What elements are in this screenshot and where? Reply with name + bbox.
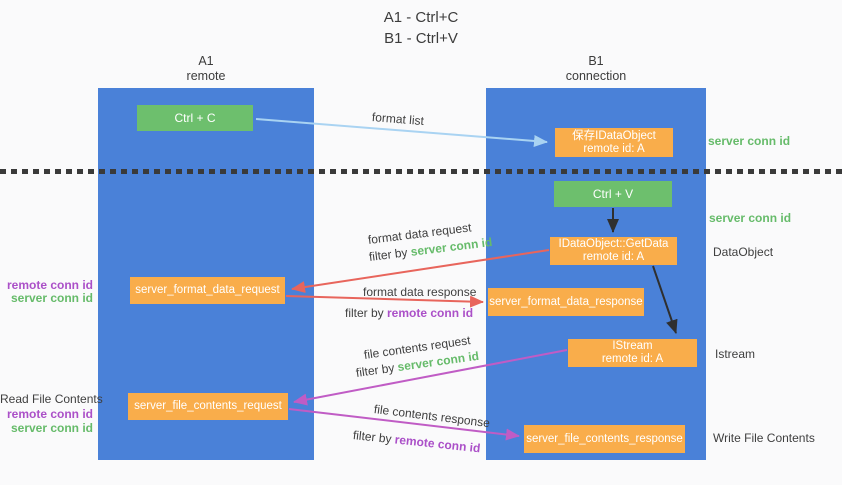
annotation-server-conn-id-mid: server conn id bbox=[709, 211, 792, 225]
save-idataobject-line1: 保存IDataObject bbox=[572, 129, 656, 142]
annotation-dataobject: DataObject bbox=[713, 245, 774, 259]
istream-line2: remote id: A bbox=[601, 353, 664, 365]
label-format-data-response: format data response bbox=[363, 285, 477, 299]
format-response-box: server_format_data_response bbox=[488, 288, 644, 316]
label-filter-format-response: filter by remote conn id bbox=[345, 306, 473, 320]
annotation-server-conn-id-1: server conn id bbox=[10, 291, 93, 305]
filter-key-remote-conn-id: remote conn id bbox=[387, 306, 474, 320]
file-response-box: server_file_contents_response bbox=[524, 425, 685, 453]
label-file-contents-response: file contents response bbox=[373, 402, 491, 431]
label-filter-file-response: filter by remote conn id bbox=[352, 428, 481, 455]
lane-header-a1: A1 remote bbox=[98, 54, 314, 84]
annotation-read-file-contents: Read File Contents bbox=[0, 392, 103, 406]
file-response-label: server_file_contents_response bbox=[526, 432, 683, 445]
filter-key-remote-conn-id: remote conn id bbox=[394, 432, 482, 456]
getdata-line2: remote id: A bbox=[582, 251, 645, 263]
filter-prefix: filter by bbox=[368, 244, 412, 264]
title-line-2: B1 - Ctrl+V bbox=[384, 30, 458, 47]
lane-b1-name: B1 bbox=[588, 54, 604, 68]
file-request-box: server_file_contents_request bbox=[128, 393, 288, 420]
ctrl-c-box: Ctrl + C bbox=[137, 105, 253, 131]
format-request-label: server_format_data_request bbox=[135, 284, 280, 296]
lane-b1-role: connection bbox=[565, 69, 627, 83]
ctrl-v-box: Ctrl + V bbox=[554, 181, 672, 207]
filter-prefix: filter by bbox=[352, 428, 396, 447]
istream-box: IStream remote id: A bbox=[568, 339, 697, 367]
ctrl-v-label: Ctrl + V bbox=[592, 187, 634, 201]
dotted-separator bbox=[0, 169, 842, 174]
filter-prefix: filter by bbox=[355, 360, 399, 380]
lane-a1-name: A1 bbox=[198, 54, 214, 68]
diagram-title: A1 - Ctrl+C B1 - Ctrl+V bbox=[0, 7, 842, 49]
file-request-label: server_file_contents_request bbox=[134, 400, 282, 412]
annotation-remote-conn-id-1: remote conn id bbox=[6, 278, 93, 292]
istream-line1: IStream bbox=[612, 340, 653, 352]
annotation-server-conn-id-top: server conn id bbox=[708, 134, 791, 148]
annotation-remote-conn-id-2: remote conn id bbox=[6, 407, 93, 421]
title-line-1: A1 - Ctrl+C bbox=[383, 9, 459, 26]
format-request-box: server_format_data_request bbox=[130, 277, 285, 304]
annotation-write-file-contents: Write File Contents bbox=[713, 431, 815, 445]
label-format-list: format list bbox=[371, 110, 425, 129]
annotation-istream: Istream bbox=[715, 347, 756, 361]
filter-prefix: filter by bbox=[345, 306, 388, 320]
getdata-box: IDataObject::GetData remote id: A bbox=[550, 237, 677, 265]
lane-a1-role: remote bbox=[186, 69, 226, 83]
annotation-server-conn-id-2: server conn id bbox=[10, 421, 93, 435]
ctrl-c-label: Ctrl + C bbox=[174, 111, 216, 125]
format-response-label: server_format_data_response bbox=[489, 295, 643, 308]
lane-header-b1: B1 connection bbox=[486, 54, 706, 84]
save-idataobject-box: 保存IDataObject remote id: A bbox=[555, 128, 673, 157]
getdata-line1: IDataObject::GetData bbox=[558, 238, 669, 250]
save-idataobject-line2: remote id: A bbox=[583, 142, 645, 155]
